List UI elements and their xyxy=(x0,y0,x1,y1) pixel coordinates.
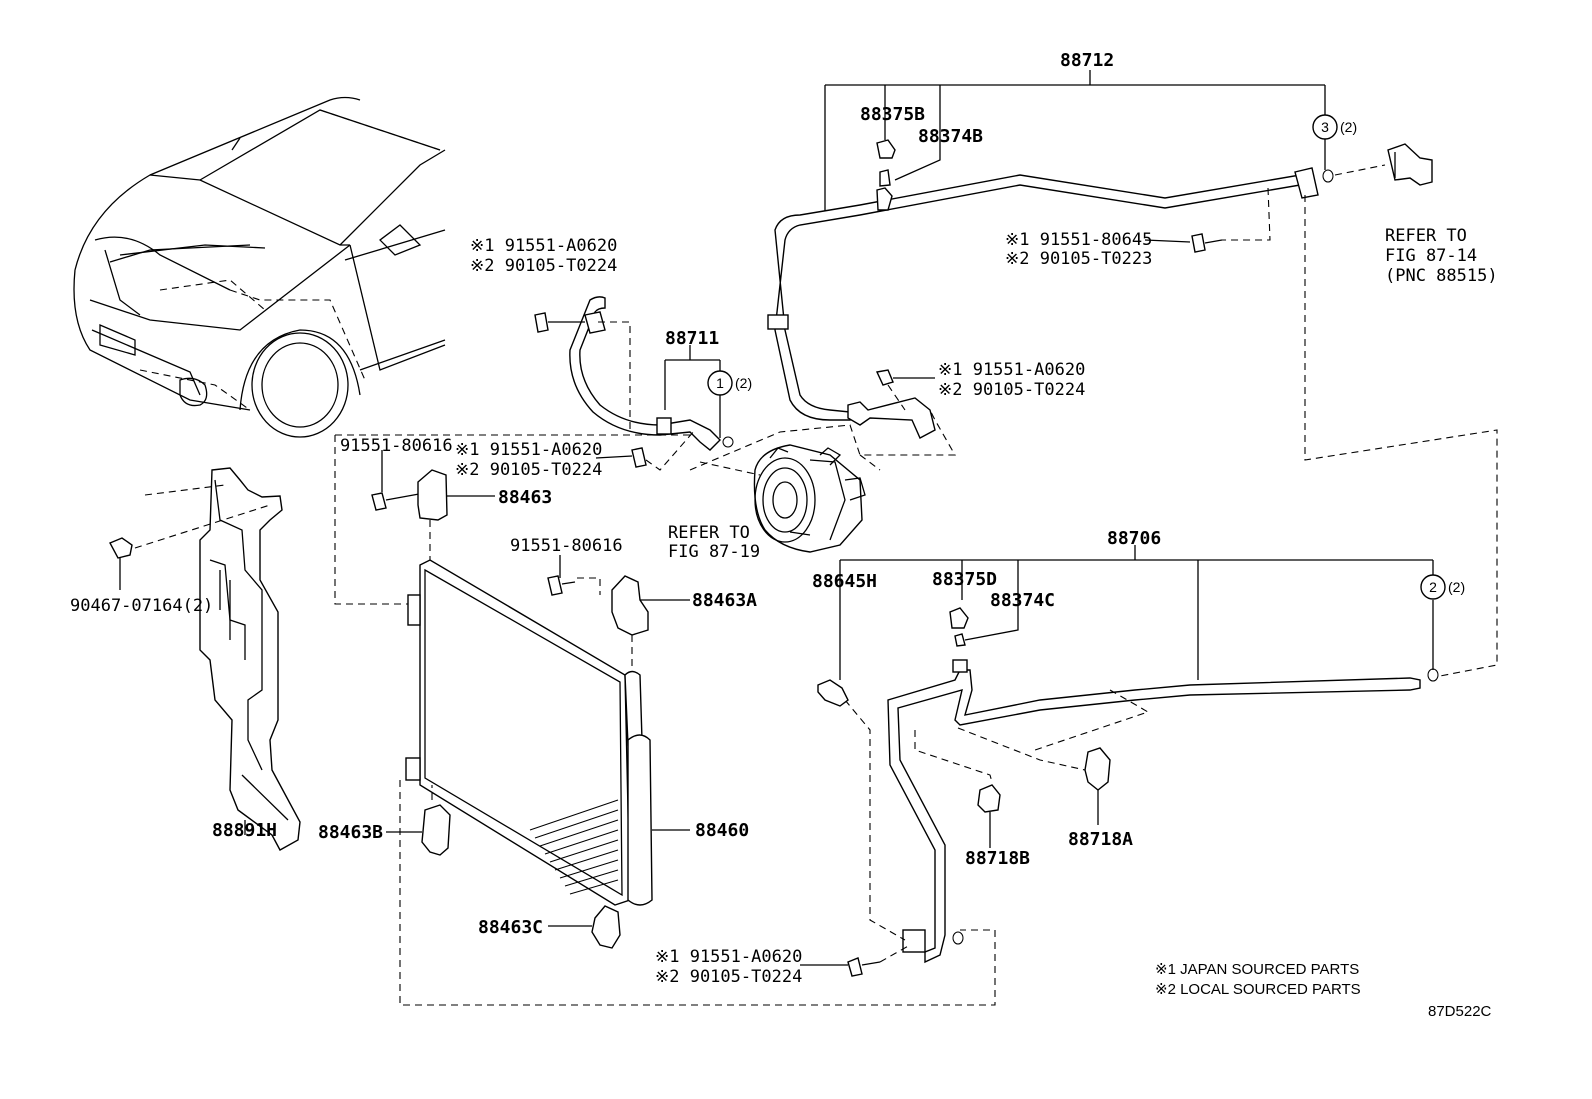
svg-text:REFER TO: REFER TO xyxy=(668,523,750,543)
bracket-88463B xyxy=(386,785,451,856)
hose-88711 xyxy=(569,296,734,451)
clip-90467 xyxy=(109,537,133,590)
condenser-fins xyxy=(529,799,619,895)
svg-text:3: 3 xyxy=(1321,119,1329,135)
condenser-88460 xyxy=(399,559,996,1006)
condenser-outline-dashed xyxy=(334,434,690,605)
label-88712: 88712 xyxy=(1060,50,1114,71)
clamp-88718A xyxy=(1084,747,1111,825)
svg-text:※1 JAPAN SOURCED PARTS: ※1 JAPAN SOURCED PARTS xyxy=(1155,961,1359,978)
label-88374C: 88374C xyxy=(990,590,1055,611)
bolt-bottom xyxy=(800,944,911,977)
svg-text:2: 2 xyxy=(1429,579,1437,595)
label-88463: 88463 xyxy=(498,487,552,508)
legend-notes: ※1 JAPAN SOURCED PARTS ※2 LOCAL SOURCED … xyxy=(1155,961,1361,998)
leader-fig87-19 xyxy=(789,531,811,536)
label-bolt-top-left: ※1 91551-A0620 ※2 90105-T0224 xyxy=(470,236,617,276)
svg-text:※1 91551-A0620: ※1 91551-A0620 xyxy=(655,947,802,967)
label-88460: 88460 xyxy=(695,820,749,841)
label-88645H: 88645H xyxy=(812,571,877,592)
label-88711: 88711 xyxy=(665,328,719,349)
label-88375D: 88375D xyxy=(932,569,997,590)
svg-text:REFER TO: REFER TO xyxy=(1385,226,1467,246)
seal-88891H xyxy=(134,467,301,851)
hose-88712 xyxy=(767,70,1498,677)
label-91551-80616-b: 91551-80616 xyxy=(510,536,623,556)
bracket-88463A xyxy=(547,555,690,668)
svg-text:※2 90105-T0224: ※2 90105-T0224 xyxy=(455,460,602,480)
svg-text:1: 1 xyxy=(716,375,724,391)
label-90467-07164: 90467-07164(2) xyxy=(70,596,213,616)
condenser-fitting-ref xyxy=(1387,143,1433,186)
callout-circle-1: 1 (2) xyxy=(707,370,752,438)
label-88463C: 88463C xyxy=(478,917,543,938)
svg-text:(2): (2) xyxy=(1340,119,1357,135)
bolt-top-left xyxy=(534,312,585,333)
svg-text:FIG 87-14: FIG 87-14 xyxy=(1385,246,1477,266)
bracket-88463 xyxy=(371,450,495,560)
label-bolt-mid: ※1 91551-A0620 ※2 90105-T0224 xyxy=(455,440,602,480)
svg-text:(2): (2) xyxy=(735,375,752,391)
svg-text:(2): (2) xyxy=(1448,579,1465,595)
label-88706: 88706 xyxy=(1107,528,1161,549)
valve-caps-lower xyxy=(949,607,969,647)
svg-text:FIG 87-19: FIG 87-19 xyxy=(668,542,760,562)
svg-text:(PNC 88515): (PNC 88515) xyxy=(1385,266,1498,286)
svg-text:※2 90105-T0224: ※2 90105-T0224 xyxy=(655,967,802,987)
label-ref-fig-87-19: REFER TO FIG 87-19 xyxy=(668,523,760,562)
car-illustration xyxy=(73,96,446,438)
label-bolt-compressor: ※1 91551-A0620 ※2 90105-T0224 xyxy=(938,360,1085,400)
svg-text:※1 91551-A0620: ※1 91551-A0620 xyxy=(938,360,1085,380)
pressure-switch-88645H xyxy=(817,679,849,707)
svg-text:※1 91551-A0620: ※1 91551-A0620 xyxy=(455,440,602,460)
svg-text:※2 90105-T0224: ※2 90105-T0224 xyxy=(938,380,1085,400)
label-ref-fig-87-14: REFER TO FIG 87-14 (PNC 88515) xyxy=(1385,226,1498,286)
bracket-88463C xyxy=(548,905,621,949)
bolt-mid xyxy=(595,429,696,471)
label-88718A: 88718A xyxy=(1068,829,1133,850)
label-88374B: 88374B xyxy=(918,126,983,147)
svg-text:※2 90105-T0223: ※2 90105-T0223 xyxy=(1005,249,1152,269)
callout-circle-3: 3 (2) xyxy=(1312,114,1357,170)
compressor-illustration xyxy=(689,409,956,553)
label-bolt-top-right: ※1 91551-80645 ※2 90105-T0223 xyxy=(1005,230,1152,269)
label-88375B: 88375B xyxy=(860,104,925,125)
bolt-compressor xyxy=(875,369,935,411)
label-bolt-bottom: ※1 91551-A0620 ※2 90105-T0224 xyxy=(655,947,802,987)
callout-circle-2: 2 (2) xyxy=(1420,574,1465,600)
svg-text:※1 91551-A0620: ※1 91551-A0620 xyxy=(470,236,617,256)
label-88718B: 88718B xyxy=(965,848,1030,869)
svg-text:※2 90105-T0224: ※2 90105-T0224 xyxy=(470,256,617,276)
clamp-88718B xyxy=(977,784,1001,848)
svg-text:※1 91551-80645: ※1 91551-80645 xyxy=(1005,230,1152,250)
svg-text:※2 LOCAL SOURCED PARTS: ※2 LOCAL SOURCED PARTS xyxy=(1155,981,1361,998)
tube-88706 xyxy=(839,545,1439,964)
label-88463B: 88463B xyxy=(318,822,383,843)
label-91551-80616-a: 91551-80616 xyxy=(340,436,453,456)
label-88891H: 88891H xyxy=(212,820,277,841)
bolt-top-right xyxy=(1144,233,1223,253)
label-88463A: 88463A xyxy=(692,590,757,611)
figure-id: 87D522C xyxy=(1428,1003,1492,1020)
